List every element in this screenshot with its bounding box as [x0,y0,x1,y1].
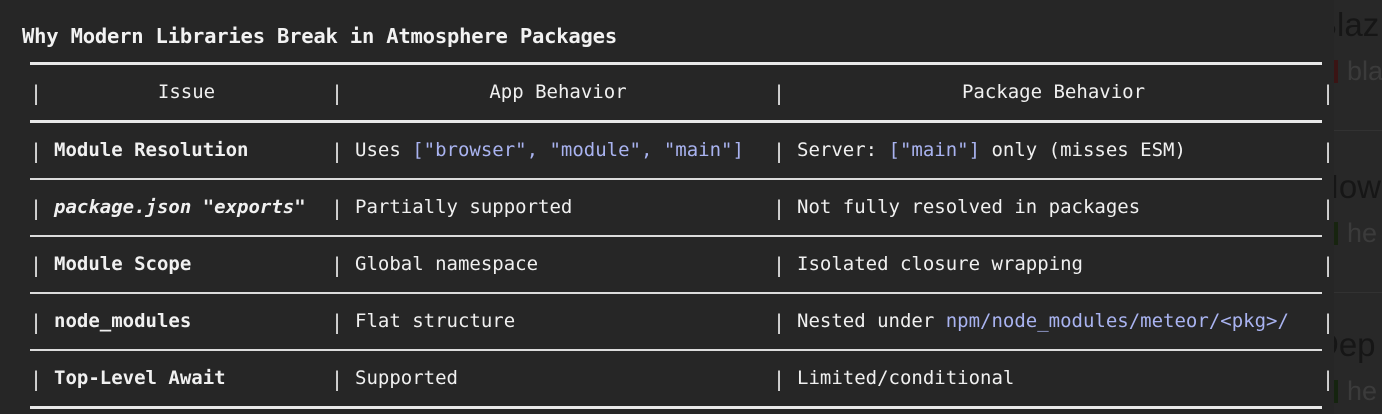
inline-code: ["main"] [888,139,981,162]
cell-package-behavior: Server: ["main"] only (misses ESM) [785,139,1322,162]
pipe-glyph: | [1322,309,1335,334]
background-item-label: he [1347,376,1378,406]
cell-issue: node_modules [54,310,192,333]
pipe-glyph: | [30,309,43,334]
background-item-label: he [1347,218,1378,248]
cell-text: Nested under [797,310,946,333]
pipe-glyph: | [331,309,344,334]
pipe-glyph: | [1322,138,1335,163]
cell-text: Isolated closure wrapping [797,253,1083,276]
table-top-border [30,62,1322,65]
cell-text: Partially supported [355,196,573,219]
pipe-glyph: | [1322,80,1335,105]
cell-app-behavior: Flat structure [343,310,773,333]
pipe-glyph: | [331,80,344,105]
column-header-app-behavior: App Behavior [489,81,627,104]
page-title: Why Modern Libraries Break in Atmosphere… [22,24,617,48]
table-row-separator [30,235,1322,237]
table-row: | Top-Level Await | Supported | Limited/condi… [30,351,1334,406]
cell-text: Uses [355,139,413,162]
pipe-glyph: | [331,366,344,391]
cell-package-behavior: Nested under npm/node_modules/meteor/<pk… [785,310,1322,333]
inline-code: ["browser", "module", "main"] [412,139,744,162]
pipe-glyph: | [331,252,344,277]
cell-issue: Module Resolution [54,139,249,162]
cell-text: only (misses ESM) [980,139,1186,162]
cell-app-behavior: Partially supported [343,196,773,219]
column-header-issue: Issue [157,81,216,104]
pipe-glyph: | [773,138,786,163]
pipe-glyph: | [30,80,43,105]
cell-package-behavior: Isolated closure wrapping [785,253,1322,276]
divider [1291,130,1382,131]
table-row: |Module Resolution|Uses ["browser", "mod… [30,123,1334,178]
cell-issue: Top-Level Await [54,367,226,390]
pipe-glyph: | [1322,366,1335,391]
cell-issue: Module Scope [54,253,192,276]
pipe-glyph: | [30,366,43,391]
markdown-preview-overlay: Why Modern Libraries Break in Atmosphere… [22,24,1335,409]
cell-text: Flat structure [355,310,516,333]
table-row-separator [30,349,1322,351]
cell-text: Server: [797,139,889,162]
cell-text: Global namespace [355,253,539,276]
pipe-glyph: | [331,138,344,163]
cell-text: Limited/conditional [797,367,1015,390]
column-header-package-behavior: Package Behavior [961,81,1146,104]
pipe-glyph: | [773,80,786,105]
cell-package-behavior: Limited/conditional [785,367,1322,390]
cell-text: Supported [355,367,458,390]
table-row: | Module Scope | Global namespace | Isolated … [30,237,1334,292]
table-row: | package.json "exports" | Partially suppor… [30,180,1334,235]
cell-text: Not fully resolved in packages [797,196,1141,219]
pipe-glyph: | [1322,195,1335,220]
table-row-separator [30,292,1322,294]
table-body: |Module Resolution|Uses ["browser", "mod… [30,123,1334,409]
pipe-glyph: | [773,195,786,220]
table-row-separator [30,178,1322,180]
divider [1291,292,1382,293]
cell-app-behavior: Supported [343,367,773,390]
cell-package-behavior: Not fully resolved in packages [785,196,1322,219]
pipe-glyph: | [331,195,344,220]
pipe-glyph: | [30,138,43,163]
pipe-glyph: | [30,252,43,277]
pipe-glyph: | [773,252,786,277]
cell-issue: package.json "exports" [54,196,306,219]
cell-app-behavior: Global namespace [343,253,773,276]
table-row-separator [30,406,1322,409]
inline-code: npm/node_modules/meteor/<pkg>/ [945,310,1289,333]
table-header-separator [30,120,1322,123]
pipe-glyph: | [773,366,786,391]
background-item-label: bla [1347,56,1382,86]
cell-app-behavior: Uses ["browser", "module", "main"] [343,139,773,162]
pipe-glyph: | [30,195,43,220]
comparison-table: | Issue | App Behavior | Package Behavio… [30,62,1334,409]
pipe-glyph: | [773,309,786,334]
table-row: |node_modules|Flat structure|Nested unde… [30,294,1334,349]
pipe-glyph: | [1322,252,1335,277]
table-header-row: | Issue | App Behavior | Package Behavio… [30,65,1334,120]
